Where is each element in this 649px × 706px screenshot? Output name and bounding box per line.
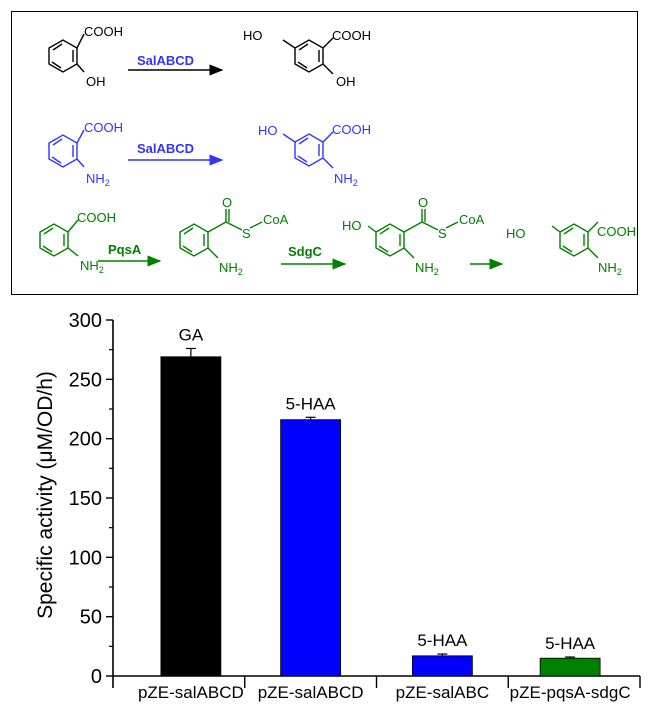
y-tick-label: 250: [69, 369, 102, 391]
row3-intermediate-2: [367, 209, 459, 259]
row2-substrate-nh2: NH2: [86, 171, 110, 188]
row3-product: [551, 221, 599, 259]
row3-int2-ho: HO: [342, 218, 362, 233]
row1-product-oh: OH: [336, 74, 356, 89]
reaction-scheme: COOH OH SalABCD HO COOH OH COOH NH2 SalA…: [11, 11, 638, 295]
row1-substrate: [48, 33, 85, 73]
row3-int1-coa: CoA: [263, 212, 289, 227]
row3-product-cooh: COOH: [597, 224, 636, 239]
row2-substrate: [48, 129, 85, 168]
y-tick-label: 300: [69, 310, 102, 332]
row3-product-nh: NH: [598, 260, 617, 275]
bar-chart: Specific activity (μM/OD/h) 0 50 100 150 200…: [34, 310, 641, 702]
row3-substrate-nh: NH: [80, 258, 99, 273]
row3-intermediate-1: [179, 209, 263, 259]
data-label: 5-HAA: [417, 631, 468, 650]
row2-product-nh-sub: 2: [353, 178, 358, 188]
row2-product-nh2: NH2: [334, 171, 358, 188]
bar: [411, 655, 473, 677]
row2-product-ho: HO: [258, 123, 278, 138]
y-tick-label: 100: [69, 547, 102, 569]
row1-product-cooh: COOH: [332, 28, 371, 43]
x-tick-label: pZE-salABC: [396, 683, 490, 702]
row3-int2-coa: CoA: [459, 212, 485, 227]
row3-product-ho: HO: [506, 226, 526, 241]
x-tick-label: pZE-salABCD: [258, 683, 364, 702]
row3-int1-nh: NH: [219, 260, 238, 275]
row3-substrate-nh-sub: 2: [99, 265, 104, 275]
row2-enzyme: SalABCD: [137, 141, 194, 156]
y-tick-label: 200: [69, 429, 102, 451]
row3-product-nh2: NH2: [598, 260, 622, 277]
row3-int2-o: O: [418, 195, 428, 210]
row2-product-nh: NH: [334, 171, 353, 186]
x-tick-label: pZE-salABCD: [138, 683, 244, 702]
row3-int1-o: O: [222, 195, 232, 210]
row3-int2-s: S: [438, 226, 447, 241]
row3-int1-s: S: [242, 226, 251, 241]
row3-enzyme-1: PqsA: [108, 242, 142, 257]
y-tick-label: 150: [69, 488, 102, 510]
row2-substrate-nh-sub: 2: [105, 178, 110, 188]
data-label: 5-HAA: [286, 394, 337, 413]
row3-substrate-cooh: COOH: [77, 210, 116, 225]
row3-product-nh-sub: 2: [617, 267, 622, 277]
data-label: 5-HAA: [545, 634, 596, 653]
row1-product: [282, 37, 334, 75]
bar: [280, 419, 342, 677]
row1-product-ho: HO: [243, 28, 263, 43]
bar: [539, 657, 601, 677]
row2-product: [282, 131, 334, 169]
x-tick-label: pZE-pqsA-sdgC: [510, 683, 631, 702]
data-label: GA: [179, 325, 204, 344]
y-tick-label: 0: [91, 666, 102, 688]
row3-int2-nh-sub: 2: [434, 267, 439, 277]
row1-substrate-cooh: COOH: [84, 24, 123, 39]
y-tick-label: 50: [80, 607, 102, 629]
bar: [160, 356, 222, 677]
row3-enzyme-2: SdgC: [288, 244, 323, 259]
scheme-frame: [11, 11, 638, 295]
row3-int1-nh-sub: 2: [238, 267, 243, 277]
row2-substrate-cooh: COOH: [84, 120, 123, 135]
row3-substrate: [39, 219, 79, 257]
row3-int2-nh: NH: [415, 260, 434, 275]
row3-int1-nh2: NH2: [219, 260, 243, 277]
row3-substrate-nh2: NH2: [80, 258, 104, 275]
row1-enzyme: SalABCD: [137, 53, 194, 68]
row2-product-cooh: COOH: [332, 122, 371, 137]
row2-substrate-nh: NH: [86, 171, 105, 186]
y-axis-label: Specific activity (μM/OD/h): [34, 371, 57, 619]
row3-int2-nh2: NH2: [415, 260, 439, 277]
row1-substrate-oh: OH: [86, 74, 106, 89]
